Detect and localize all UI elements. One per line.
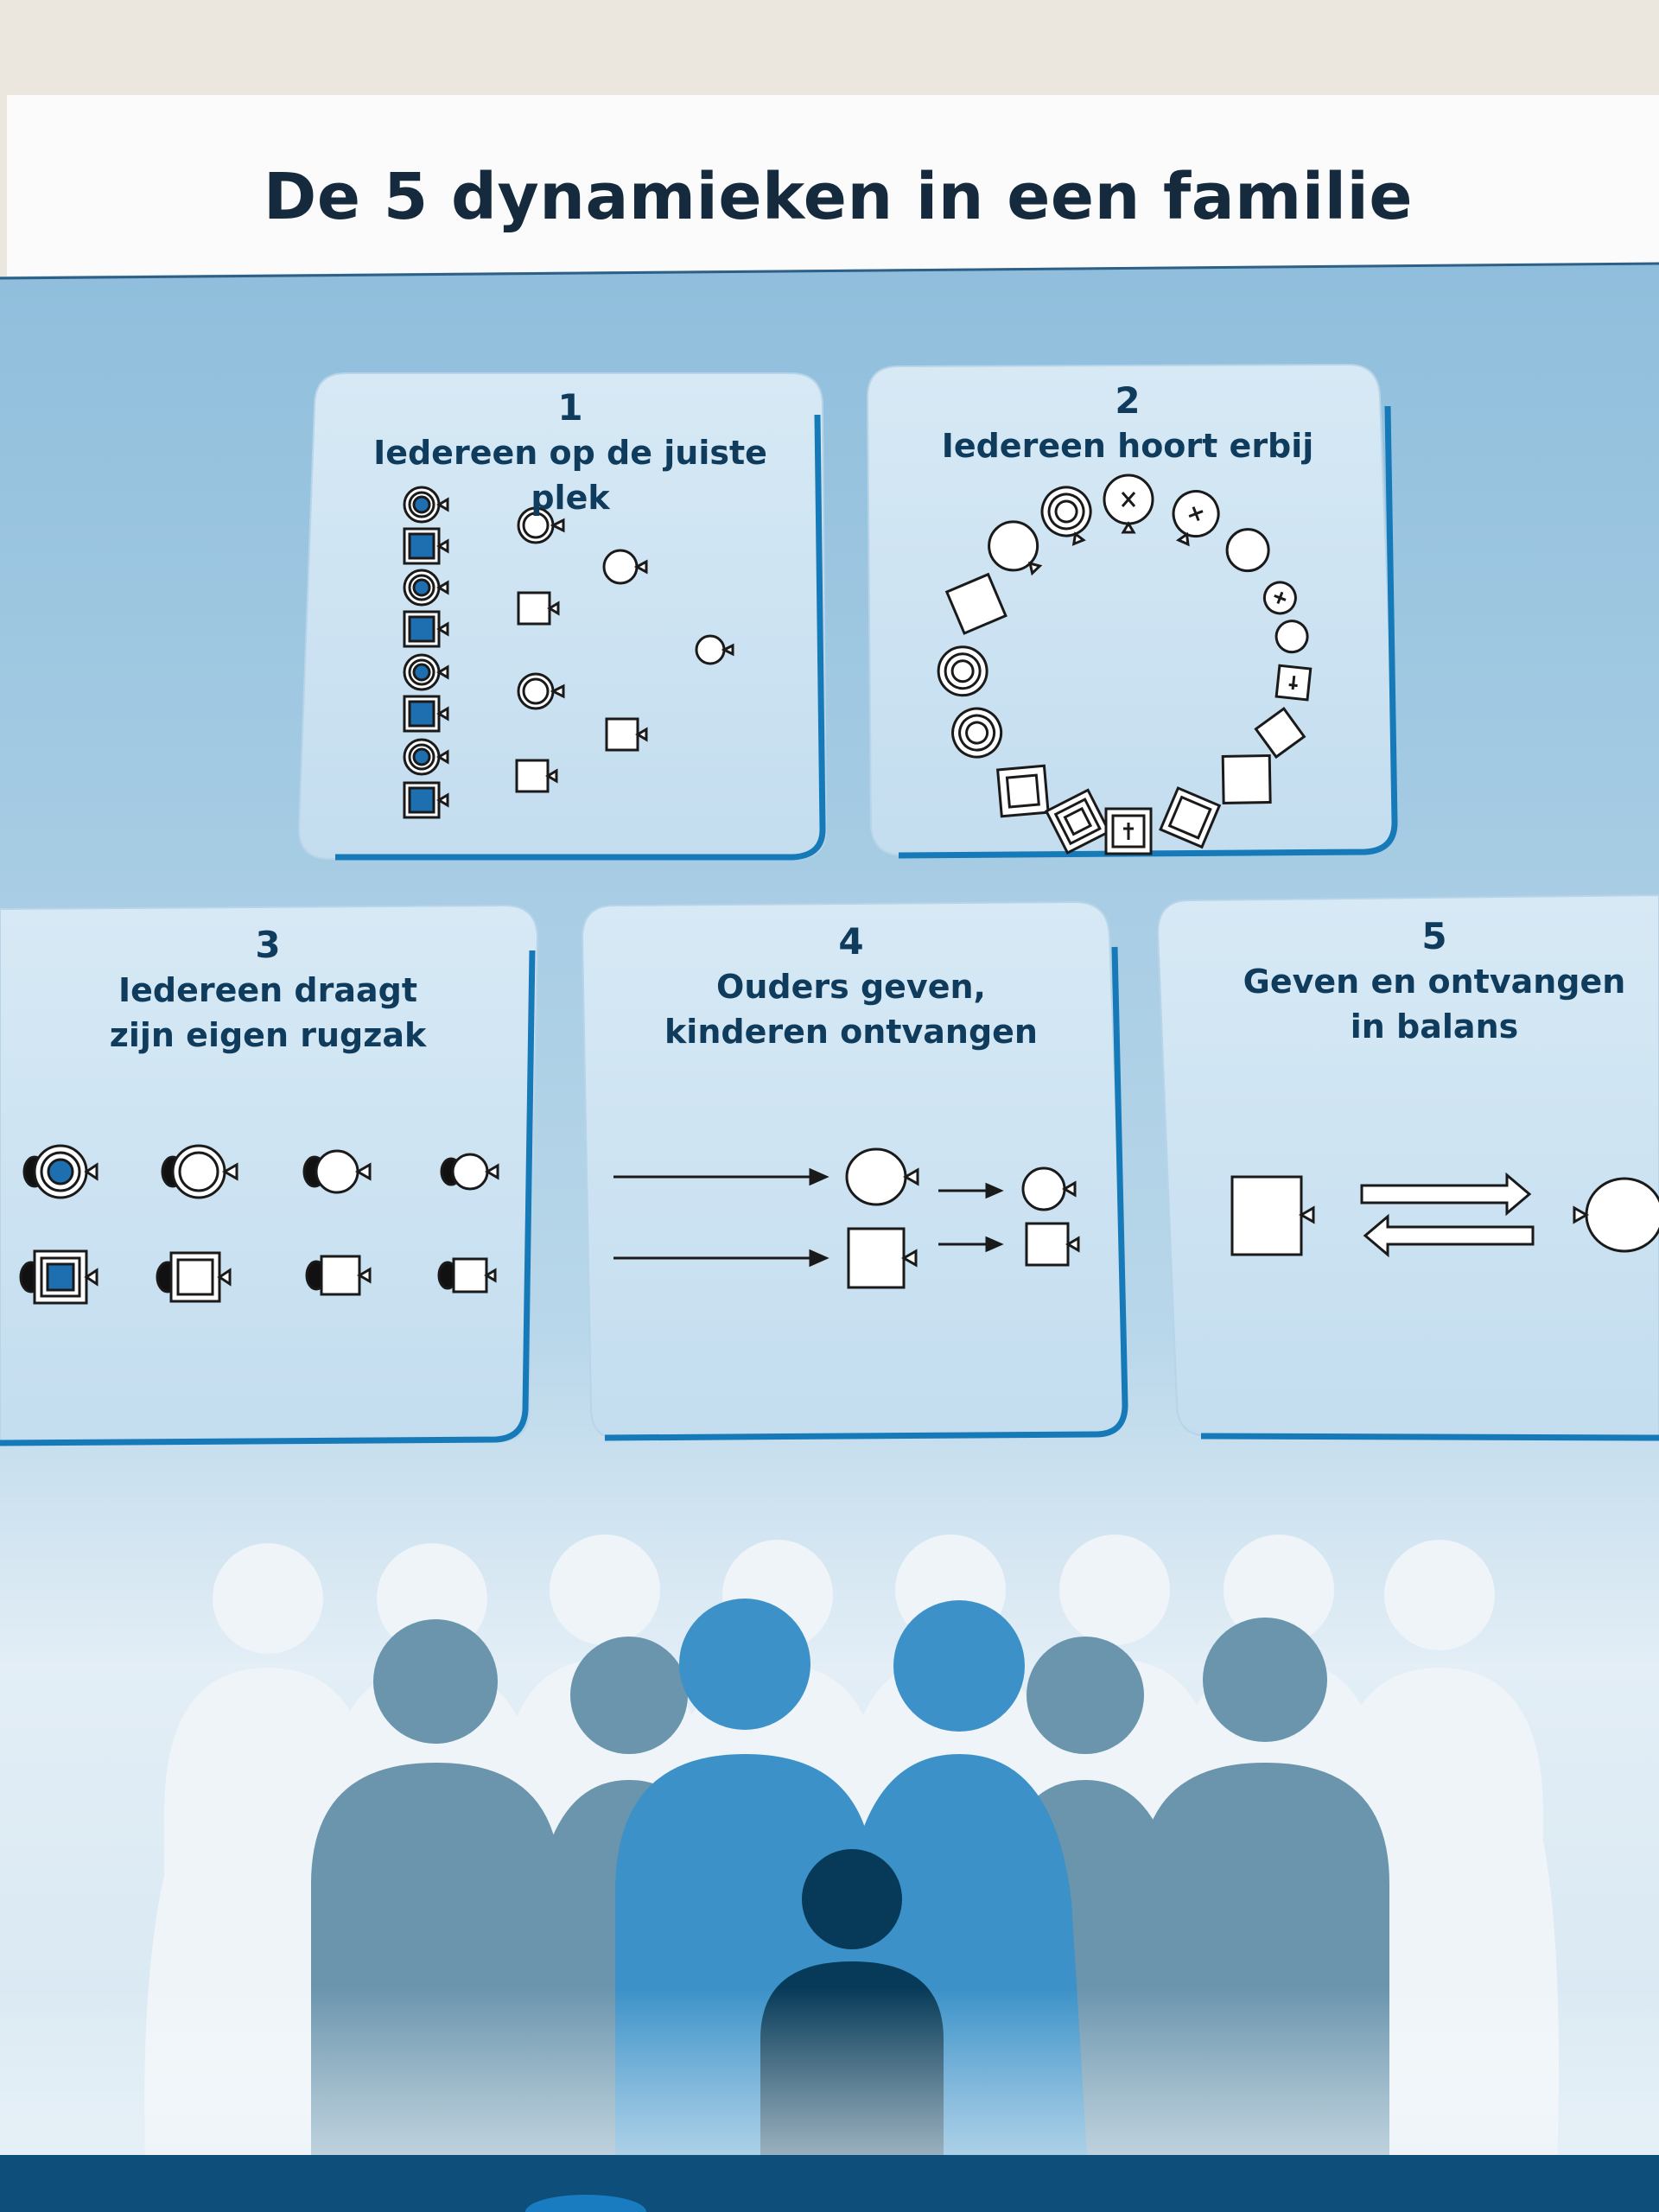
panel-3-title-line1: Iedereen draagt	[118, 971, 418, 1009]
panel-3-card	[0, 904, 539, 1446]
panel-2-diagram	[937, 474, 1313, 855]
panel-1-number: 1	[557, 386, 583, 429]
panel-4-diagram	[613, 1147, 1080, 1289]
ancestor-column	[403, 486, 449, 819]
panel-3-heading: 3 Iedereen draagt zijn eigen rugzak	[17, 923, 518, 1058]
panel-5-number: 5	[1421, 915, 1447, 957]
panel-1-title: Iedereen op de juiste plek	[373, 434, 767, 517]
panel-2-heading: 2 Iedereen hoort erbij	[873, 378, 1382, 468]
panel-2-title: Iedereen hoort erbij	[941, 427, 1314, 465]
panel-4-title-line1: Ouders geven,	[716, 968, 986, 1006]
panel-1-diagram	[403, 486, 734, 819]
panel-3-number: 3	[255, 924, 281, 966]
panel-5-card	[1156, 893, 1659, 1441]
panel-5-diagram	[1230, 1172, 1659, 1258]
generation-2	[515, 506, 565, 793]
panel-1-heading: 1 Iedereen op de juiste plek	[328, 385, 812, 520]
panel-5-heading: 5 Geven en ontvangen in balans	[1184, 914, 1659, 1049]
panel-3-title-line2: zijn eigen rugzak	[109, 1016, 427, 1054]
poster-title: De 5 dynamieken in een familie	[263, 160, 1414, 234]
title-divider	[0, 262, 1659, 280]
generation-4	[695, 634, 734, 665]
panel-2-number: 2	[1115, 379, 1141, 422]
bottom-band	[0, 2155, 1659, 2212]
panel-4-heading: 4 Ouders geven, kinderen ontvangen	[596, 919, 1106, 1054]
generation-3	[602, 549, 648, 752]
bottom-badge	[525, 2195, 646, 2212]
family-silhouettes	[0, 1535, 1659, 2212]
panel-5-title-line1: Geven en ontvangen	[1243, 963, 1626, 1001]
panel-3-diagram	[19, 1144, 499, 1305]
panel-5-title-line2: in balans	[1350, 1007, 1519, 1046]
panel-4-number: 4	[838, 920, 864, 963]
panel-4-title-line2: kinderen ontvangen	[664, 1013, 1038, 1051]
